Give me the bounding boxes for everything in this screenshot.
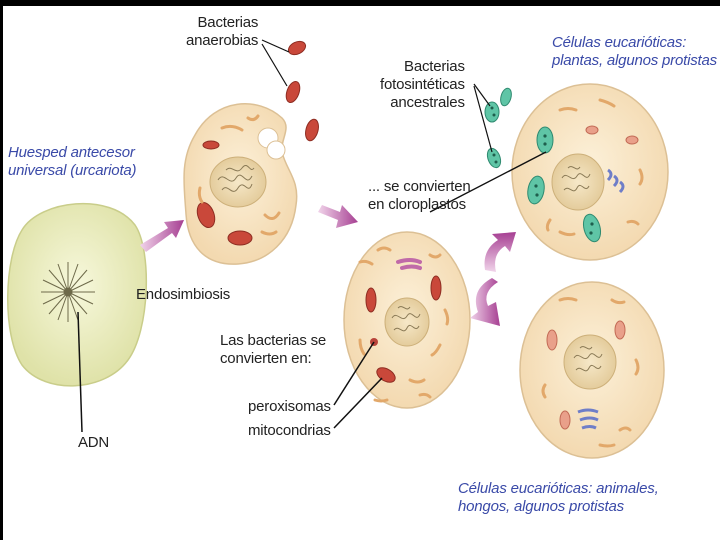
arrow-host-to-endosymbiosis [140,220,184,252]
host-label: Huesped antecesor universal (urcariota) [8,144,137,179]
left-frame-bar [0,0,3,540]
host-cell [7,202,148,433]
photosynthetic-bacteria [473,83,512,169]
mitochondria-label: mitocondrias [248,422,331,439]
arrow-to-common-ancestor [318,205,358,228]
arrow-to-animal-cell [470,278,500,326]
dna-pointer-line [77,311,83,433]
animal-cells-label: Células eucarióticas: animales, hongos, … [458,480,659,515]
early-eukaryote-cell [333,231,471,429]
plant-cell [429,83,669,261]
animal-cell [519,281,665,459]
anaerobic-bacteria-label: Bacterias anaerobias [186,14,259,49]
photosynthetic-bacteria-label: Bacterias fotosintéticas ancestrales [380,58,465,111]
bacteria-become-label: Las bacterias se convierten en: [220,332,327,367]
top-frame-bar [0,0,720,6]
dna-label: ADN [78,434,110,451]
peroxisomes-label: peroxisomas [248,398,331,415]
endosymbiosis-label: Endosimbiosis [136,286,231,303]
become-chloroplasts-label: ... se convierten en cloroplastos [368,178,471,213]
arrow-to-plant-cell [484,232,516,272]
anaerobic-bacteria [261,39,319,142]
plant-cells-label: Células eucarióticas: plantas, algunos p… [552,34,717,69]
host-dna [41,262,95,322]
endosymbiosis-cell [183,103,298,265]
